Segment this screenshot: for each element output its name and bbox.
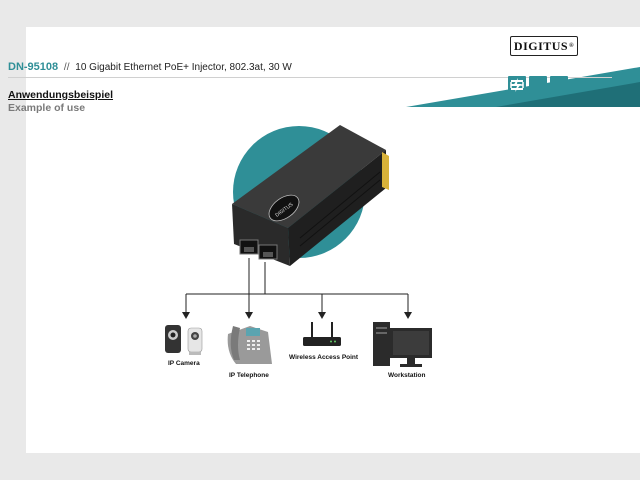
- device-label-wireless-access-point: Wireless Access Point: [289, 354, 359, 361]
- device-label-workstation: Workstation: [388, 372, 426, 379]
- section-title-de: Anwendungsbeispiel: [8, 89, 114, 101]
- workstation-icon: [373, 322, 432, 367]
- product-title: 10 Gigabit Ethernet PoE+ Injector, 802.3…: [75, 62, 292, 73]
- arrow-icon: [404, 312, 412, 319]
- connection-arrows: [182, 312, 412, 319]
- device-logo-badge: [268, 194, 300, 222]
- connection-lines: [185, 258, 409, 312]
- ip-camera-icon: [165, 325, 203, 355]
- arrow-icon: [182, 312, 190, 319]
- digitus-logo: DIGITUS®: [510, 36, 578, 56]
- title-separator: //: [63, 62, 70, 73]
- feature-badges: [508, 76, 568, 94]
- ip-telephone-icon: [227, 326, 272, 364]
- header-rule: [8, 77, 612, 78]
- arrow-icon: [318, 312, 326, 319]
- product-code: DN-95108: [8, 61, 59, 73]
- distance-100m-badge-icon: [510, 76, 568, 94]
- arrow-icon: [245, 312, 253, 319]
- poe-injector-device: [232, 125, 389, 266]
- product-line: DN-95108 // 10 Gigabit Ethernet PoE+ Inj…: [8, 61, 292, 73]
- section-title-en: Example of use: [8, 102, 86, 114]
- wireless-access-point-icon: [303, 322, 341, 346]
- device-label-ip-telephone: IP Telephone: [229, 372, 269, 379]
- device-label-ip-camera: IP Camera: [168, 360, 200, 367]
